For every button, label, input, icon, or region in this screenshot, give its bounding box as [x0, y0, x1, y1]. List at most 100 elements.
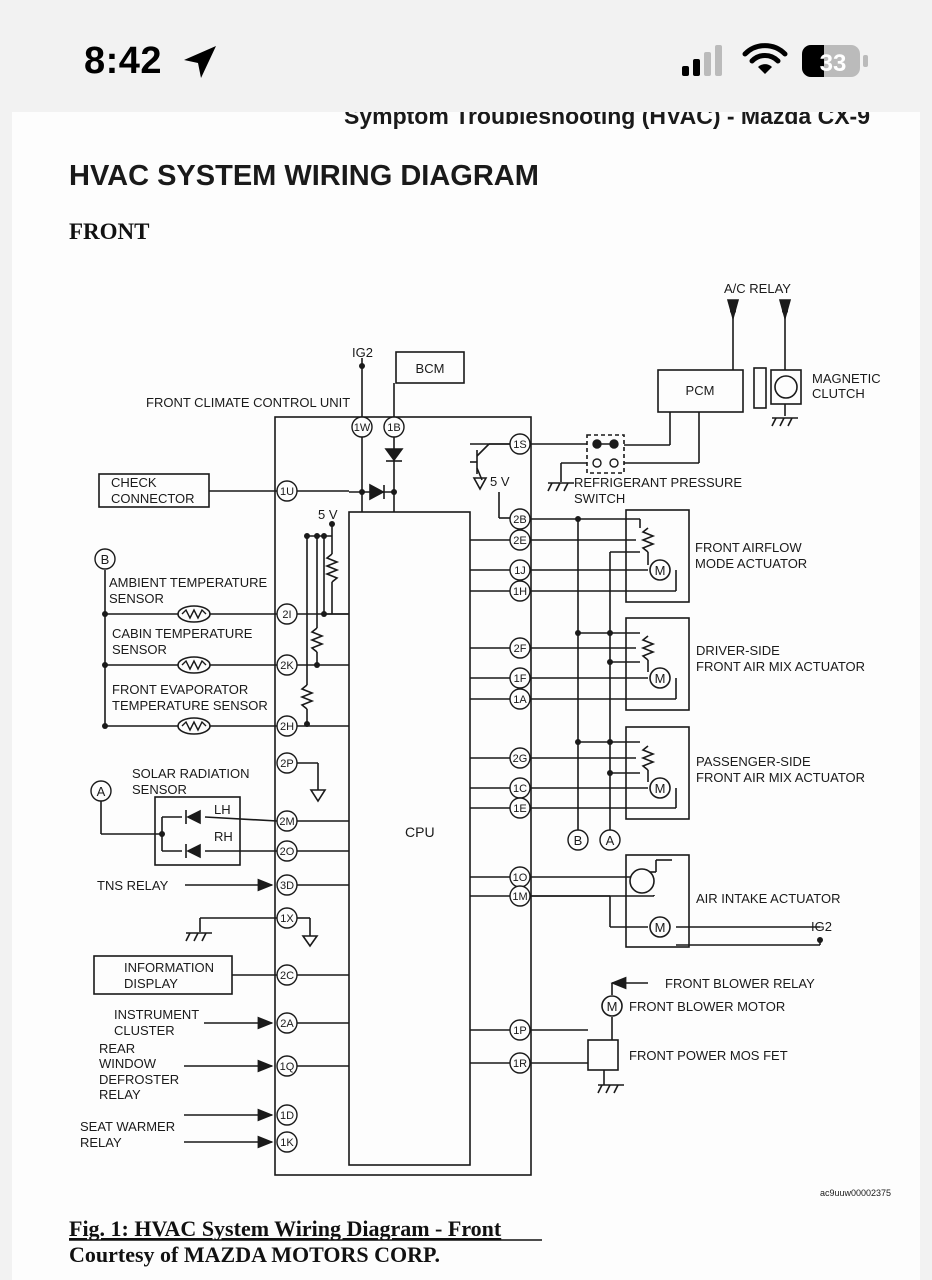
motor-blower-label: M: [607, 999, 618, 1014]
evap-sensor-line1: FRONT EVAPORATOR: [112, 682, 248, 697]
ig2-right-label: IG2: [811, 919, 832, 934]
pin-1h-label: 1H: [513, 586, 527, 598]
pin-1p-label: 1P: [513, 1025, 526, 1037]
driver-mix-line1: DRIVER-SIDE: [696, 643, 780, 658]
lh-label: LH: [214, 802, 231, 817]
pin-3d-label: 3D: [280, 880, 294, 892]
pin-2h-circle: [276, 715, 298, 737]
running-header: Symptom Troubleshooting (HVAC) - Mazda C…: [344, 112, 870, 129]
status-bar: 8:42 33: [0, 0, 932, 112]
battery-percent: 33: [820, 50, 847, 77]
cpu-label: CPU: [405, 824, 435, 840]
passenger-mix-line1: PASSENGER-SIDE: [696, 754, 811, 769]
pin-2b-circle: [509, 508, 531, 530]
passenger-mix-line2: FRONT AIR MIX ACTUATOR: [696, 770, 865, 785]
pin-2b-label: 2B: [513, 514, 526, 526]
pin-2c-label: 2C: [280, 970, 294, 982]
pin-1f-circle: [509, 667, 531, 689]
section-subtitle: FRONT: [69, 219, 150, 244]
pin-1m-circle: [509, 885, 531, 907]
instrument-cluster-line2: CLUSTER: [114, 1023, 175, 1038]
instrument-cluster-line1: INSTRUMENT: [114, 1007, 199, 1022]
pin-2g-label: 2G: [513, 753, 528, 765]
check-connector-line2: CONNECTOR: [111, 491, 195, 506]
page-title: HVAC SYSTEM WIRING DIAGRAM: [69, 160, 539, 192]
figure-caption: Fig. 1: HVAC System Wiring Diagram - Fro…: [69, 1216, 502, 1241]
motor-driver-label: M: [655, 671, 666, 686]
pin-1q-label: 1Q: [280, 1061, 295, 1073]
pin-1d-circle: [276, 1104, 298, 1126]
five-v-left-label: 5 V: [318, 507, 338, 522]
check-connector-line1: CHECK: [111, 475, 157, 490]
air-intake-label: AIR INTAKE ACTUATOR: [696, 891, 840, 906]
rear-defroster-line1: REAR: [99, 1041, 135, 1056]
figure-credit: Courtesy of MAZDA MOTORS CORP.: [69, 1242, 440, 1267]
connector-a-left: A: [97, 784, 106, 799]
pin-1m-label: 1M: [512, 891, 527, 903]
pin-2a-circle: [276, 1012, 298, 1034]
driver-mix-actuator-box: [625, 617, 690, 711]
pin-2e-label: 2E: [513, 535, 526, 547]
solar-sensor-line1: SOLAR RADIATION: [132, 766, 250, 781]
seat-warmer-line1: SEAT WARMER: [80, 1119, 175, 1134]
pin-1a-label: 1A: [513, 694, 527, 706]
pin-1c-label: 1C: [513, 783, 527, 795]
pcm-label: PCM: [686, 383, 715, 398]
diodes: [185, 448, 404, 859]
rear-defroster-line4: RELAY: [99, 1087, 141, 1102]
clock: 8:42: [84, 40, 163, 82]
pin-1b-label: 1B: [387, 422, 400, 434]
pin-2m-label: 2M: [279, 816, 294, 828]
ac-relay-label: A/C RELAY: [724, 281, 791, 296]
pin-1u-circle: [276, 480, 298, 502]
pin-1p-circle: [509, 1019, 531, 1041]
pin-1s-label: 1S: [513, 439, 526, 451]
unit-label: FRONT CLIMATE CONTROL UNIT: [146, 395, 350, 410]
pin-1r-label: 1R: [513, 1058, 527, 1070]
battery-icon: 33: [802, 45, 868, 77]
pin-1k-circle: [276, 1131, 298, 1153]
magnetic-clutch-line1: MAGNETIC: [812, 371, 881, 386]
blower-motor-label: FRONT BLOWER MOTOR: [629, 999, 785, 1014]
magnetic-clutch-line2: CLUTCH: [812, 386, 865, 401]
motor-passenger-label: M: [655, 781, 666, 796]
pin-1h-circle: [509, 580, 531, 602]
pin-2e-circle: [509, 529, 531, 551]
connector-b-left: B: [101, 552, 110, 567]
mos-fet-label: FRONT POWER MOS FET: [629, 1048, 788, 1063]
cellular-signal-icon: [682, 45, 722, 76]
pin-2a-label: 2A: [280, 1018, 294, 1030]
airflow-actuator-line1: FRONT AIRFLOW: [695, 540, 802, 555]
info-display-line1: INFORMATION: [124, 960, 214, 975]
pin-1u-label: 1U: [280, 486, 294, 498]
info-display-line2: DISPLAY: [124, 976, 178, 991]
pin-2c-circle: [276, 964, 298, 986]
ambient-sensor-line2: SENSOR: [109, 591, 164, 606]
pin-2f-circle: [509, 637, 531, 659]
blower-relay-label: FRONT BLOWER RELAY: [665, 976, 815, 991]
connector-b-right: B: [574, 833, 583, 848]
wiring-diagram: Symptom Troubleshooting (HVAC) - Mazda C…: [69, 112, 891, 1267]
pin-2f-label: 2F: [514, 643, 527, 655]
solar-sensor-box: [154, 796, 241, 866]
seat-warmer-line2: RELAY: [80, 1135, 122, 1150]
pin-1d-label: 1D: [280, 1110, 294, 1122]
pin-1j-label: 1J: [514, 565, 526, 577]
cabin-sensor-line2: SENSOR: [112, 642, 167, 657]
pin-3d-circle: [276, 874, 298, 896]
pcm-box: [657, 369, 744, 413]
pin-2m-circle: [276, 810, 298, 832]
front-airflow-actuator-box: [625, 509, 690, 603]
motor-airflow-label: M: [655, 563, 666, 578]
pin-1x-label: 1X: [280, 913, 294, 925]
pin-1e-label: 1E: [513, 803, 526, 815]
motor-intake-label: M: [655, 920, 666, 935]
driver-mix-line2: FRONT AIR MIX ACTUATOR: [696, 659, 865, 674]
pin-2p-label: 2P: [280, 758, 293, 770]
pin-1r-circle: [509, 1052, 531, 1074]
ground-symbols: [185, 417, 798, 1094]
pin-1a-circle: [509, 688, 531, 710]
connector-a-right: A: [606, 833, 615, 848]
pin-1w-label: 1W: [354, 422, 371, 434]
